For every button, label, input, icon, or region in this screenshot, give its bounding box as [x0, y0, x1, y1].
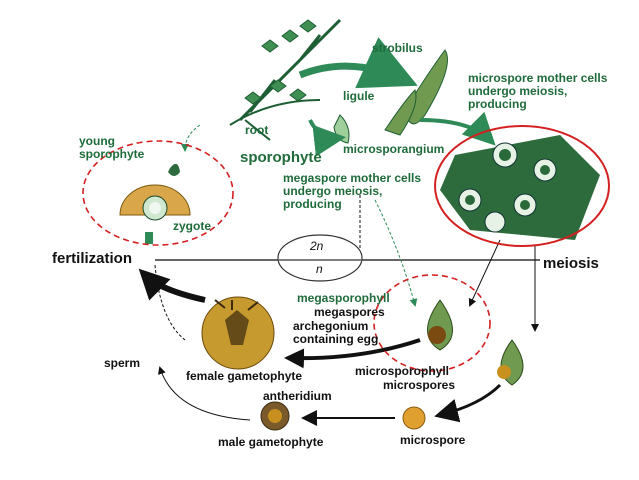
label-root: root: [245, 123, 269, 137]
label-sperm: sperm: [104, 356, 141, 370]
red-dashed-ellipse-megasporophyll: [373, 274, 491, 372]
label-2n: 2n: [310, 239, 324, 253]
ploidy-ellipse: [277, 234, 363, 282]
green-arrows: [181, 37, 496, 307]
label-meiosis: meiosis: [543, 255, 599, 272]
label-archegonium: archegonium containing egg: [293, 319, 379, 346]
label-ligule: ligule: [343, 89, 375, 103]
label-zygote: zygote: [173, 219, 212, 233]
label-antheridium: antheridium: [263, 389, 332, 403]
plant-illustration: [229, 18, 448, 144]
label-microsporophyll: microsporophyll: [355, 364, 450, 378]
sporangium-cluster: [440, 135, 600, 240]
label-fertilization: fertilization: [52, 250, 133, 267]
label-sporophyte: sporophyte: [240, 149, 322, 166]
label-microspores: microspores: [383, 378, 456, 392]
red-solid-ellipse-microsporangium: [434, 125, 610, 247]
label-megaspore-mother-cells: megaspore mother cells undergo meiosis, …: [283, 171, 422, 211]
label-young-sporophyte: young sporophyte: [79, 134, 145, 161]
label-microspore-mother-cells: microspore mother cells undergo meiosis,…: [468, 71, 608, 111]
label-microsporangium: microsporangium: [343, 142, 445, 156]
label-strobilus: strobilus: [372, 41, 423, 55]
red-dashed-ellipse-zygote: [82, 140, 234, 246]
label-microspore: microspore: [400, 433, 466, 447]
label-female-gametophyte: female gametophyte: [186, 369, 303, 383]
dark-arrows: [138, 195, 539, 426]
label-megasporophyll: megasporophyll: [297, 291, 390, 305]
label-megaspores: megaspores: [314, 305, 385, 319]
female-gametophyte-illustration: [201, 296, 275, 370]
sporophyll-illustrations: [260, 299, 524, 431]
zygote-illustration: [119, 163, 191, 244]
label-male-gametophyte: male gametophyte: [218, 435, 324, 449]
label-n: n: [316, 262, 323, 276]
